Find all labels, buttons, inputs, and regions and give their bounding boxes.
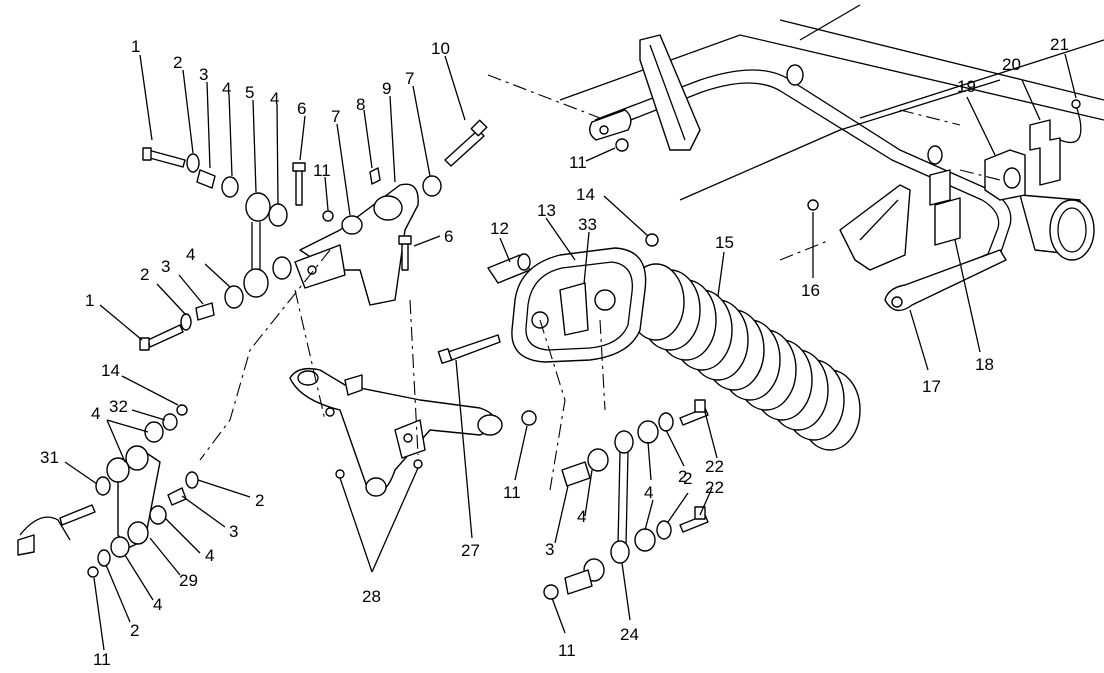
callout-label: 5 — [245, 83, 254, 102]
callout-label: 22 — [705, 478, 724, 497]
callout-label: 4 — [91, 404, 100, 423]
callout-label: 11 — [313, 161, 331, 180]
callout-label: 4 — [644, 483, 653, 502]
callout-label: 18 — [975, 355, 994, 374]
clamp-parts — [984, 99, 1082, 201]
callout-label: 24 — [620, 625, 639, 644]
callout-label: 33 — [578, 215, 597, 234]
callout-label: 7 — [331, 107, 340, 126]
callout-label: 17 — [922, 377, 941, 396]
callout-label: 19 — [957, 77, 976, 96]
lower-link-assembly — [521, 138, 709, 600]
callout-label: 2 — [130, 621, 139, 640]
callout-label: 7 — [405, 69, 414, 88]
callout-label: 20 — [1002, 55, 1021, 74]
phantom-centerlines — [199, 74, 1001, 491]
coil-spring — [627, 263, 861, 451]
callout-label: 29 — [179, 571, 198, 590]
callout-label: 2 — [140, 265, 149, 284]
callout-label: 11 — [503, 483, 521, 502]
callout-label: 9 — [382, 79, 391, 98]
long-bolt — [437, 334, 501, 364]
lower-control-arm — [289, 367, 503, 497]
frame-rails — [559, 4, 1104, 201]
callout-label: 1 — [131, 37, 140, 56]
hitch-plate — [589, 34, 701, 151]
callout-label: 15 — [715, 233, 734, 252]
callout-label: 4 — [577, 507, 586, 526]
callout-label: 4 — [153, 595, 162, 614]
callout-label: 8 — [356, 95, 365, 114]
callout-label: 6 — [444, 227, 453, 246]
callout-label: 27 — [461, 541, 480, 560]
callout-label: 2 — [678, 467, 687, 486]
support-bar — [594, 64, 1012, 301]
callout-label: 12 — [490, 219, 509, 238]
callout-label: 4 — [186, 245, 195, 264]
callout-label: 31 — [40, 448, 59, 467]
callout-label: 4 — [270, 89, 279, 108]
mount-bracket — [807, 169, 961, 271]
callout-labels: 1 2 3 4 5 4 6 11 7 8 9 7 10 2 3 4 1 6 14… — [40, 35, 1069, 669]
callout-label: 3 — [229, 522, 238, 541]
callout-label: 32 — [109, 397, 128, 416]
callout-label: 13 — [537, 201, 556, 220]
callout-label: 14 — [576, 185, 595, 204]
callout-label: 11 — [93, 650, 111, 669]
callout-label: 6 — [297, 99, 306, 118]
leader-lines — [64, 53, 1077, 651]
upper-arm-assembly — [139, 119, 488, 351]
callout-label: 3 — [199, 65, 208, 84]
stabilizer-link — [884, 249, 1007, 312]
shock-absorber — [17, 404, 199, 578]
callout-label: 2 — [255, 491, 264, 510]
callout-label: 28 — [362, 587, 381, 606]
callout-label: 21 — [1050, 35, 1069, 54]
callout-label: 2 — [173, 53, 182, 72]
callout-label: 10 — [431, 39, 450, 58]
callout-label: 11 — [558, 641, 576, 660]
tube-end — [1019, 194, 1095, 261]
callout-label: 11 — [569, 153, 587, 172]
callout-label: 4 — [205, 546, 214, 565]
callout-label: 3 — [161, 257, 170, 276]
callout-label: 3 — [545, 540, 554, 559]
callout-label: 14 — [101, 361, 120, 380]
callout-label: 22 — [705, 457, 724, 476]
callout-label: 16 — [801, 281, 820, 300]
callout-label: 1 — [85, 291, 94, 310]
callout-label: 4 — [222, 79, 231, 98]
spring-housing — [511, 247, 647, 363]
callout-label: 2 — [683, 469, 692, 488]
